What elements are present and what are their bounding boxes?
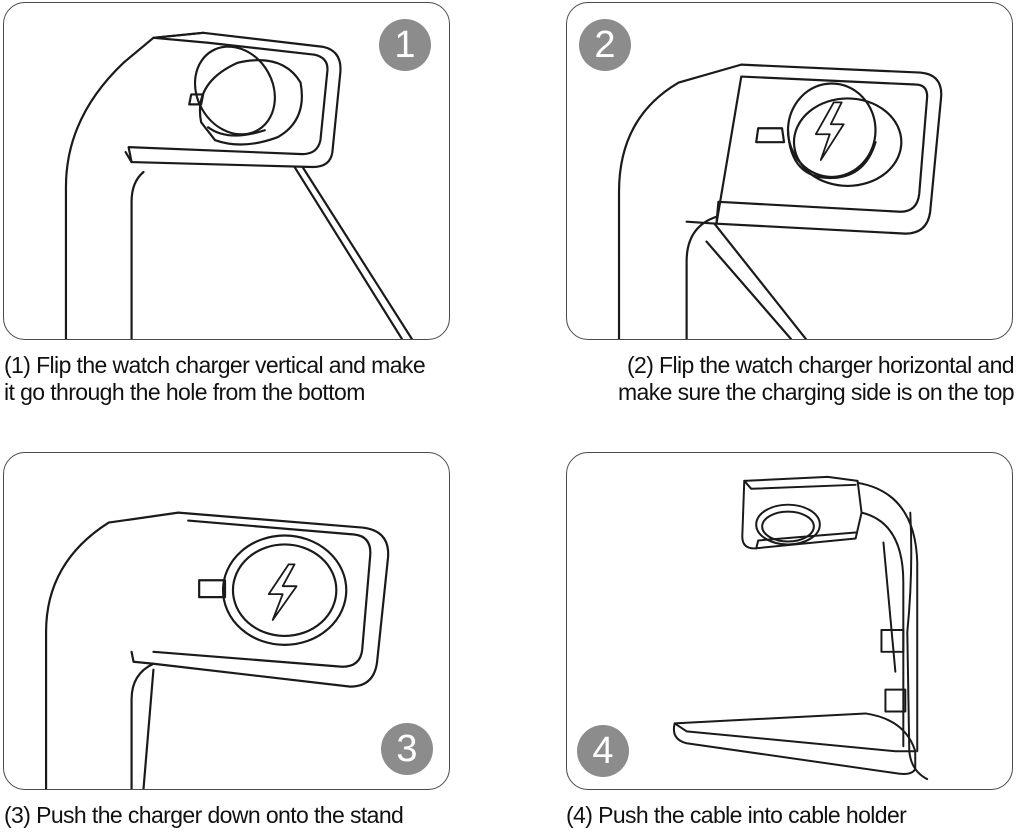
- step-3-caption: (3) Push the charger down onto the stand: [4, 802, 404, 829]
- step-2-panel: 2: [566, 2, 1013, 340]
- step-3-illustration: [44, 511, 390, 789]
- step-number-badge: 1: [379, 19, 431, 71]
- lightning-bolt-icon: [267, 563, 298, 621]
- caption-line: (4) Push the cable into cable holder: [566, 802, 907, 828]
- step-2-illustration: [617, 63, 943, 339]
- step-number-badge: 3: [381, 723, 433, 775]
- caption-line: it go through the hole from the bottom: [4, 379, 365, 405]
- caption-line: make sure the charging side is on the to…: [617, 379, 1015, 405]
- caption-line: (1) Flip the watch charger vertical and …: [4, 352, 426, 378]
- step-3-panel: 3: [3, 452, 450, 790]
- step-4-illustration: [672, 475, 929, 781]
- caption-line: (2) Flip the watch charger horizontal an…: [626, 352, 1015, 378]
- step-1-panel: 1: [3, 2, 450, 340]
- step-4-panel: 4: [566, 452, 1013, 790]
- step-1-illustration: [64, 31, 413, 339]
- step-number-badge: 4: [577, 725, 629, 777]
- step-4-caption: (4) Push the cable into cable holder: [566, 802, 907, 829]
- step-1-caption: (1) Flip the watch charger vertical and …: [4, 352, 426, 406]
- caption-line: (3) Push the charger down onto the stand: [4, 802, 404, 828]
- step-number-badge: 2: [579, 19, 631, 71]
- step-2-caption: (2) Flip the watch charger horizontal an…: [617, 352, 1015, 406]
- lightning-bolt-icon: [814, 101, 845, 161]
